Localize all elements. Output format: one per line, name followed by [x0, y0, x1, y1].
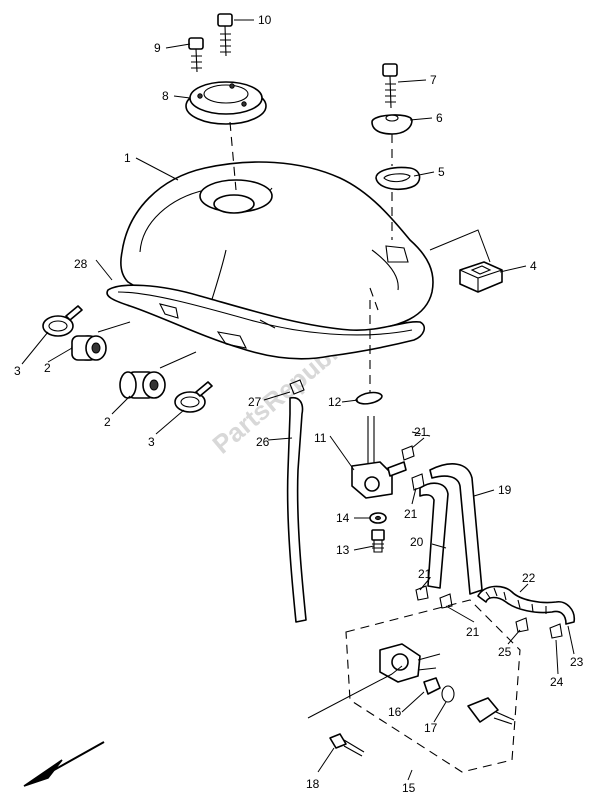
fuel-hose-19 [429, 463, 483, 595]
clip-25 [515, 617, 529, 633]
drain-bolt-13 [371, 529, 385, 553]
callout-13: 13 [336, 543, 350, 557]
callout-24: 24 [550, 675, 564, 689]
damper-4 [429, 229, 503, 293]
callout-12: 12 [328, 395, 342, 409]
callout-11: 11 [314, 431, 327, 445]
fuel-cock-11 [351, 416, 407, 499]
grommet-2-lower [119, 371, 166, 399]
callout-21-c: 21 [418, 567, 432, 581]
vacuum-hose-22 [477, 585, 576, 625]
callout-8: 8 [162, 89, 169, 103]
fuel-hose-20 [419, 482, 449, 589]
callout-28: 28 [74, 257, 88, 271]
callout-21-a: 21 [414, 425, 428, 439]
callout-2-upper: 2 [44, 361, 51, 375]
fuel-pump-group-15 [345, 599, 521, 773]
callout-numbers: 1 2 2 3 3 4 5 6 7 8 9 10 11 12 13 14 15 … [14, 13, 584, 795]
callout-23: 23 [570, 655, 584, 669]
callout-19: 19 [498, 483, 512, 497]
callout-21-b: 21 [404, 507, 418, 521]
damper-5 [375, 134, 421, 240]
callout-2-lower: 2 [104, 415, 111, 429]
callout-16: 16 [388, 705, 402, 719]
sensor-unit [467, 697, 515, 725]
callout-22: 22 [522, 571, 536, 585]
part-16 [423, 677, 441, 695]
callout-15: 15 [402, 781, 416, 795]
tank-frame-cushion [106, 284, 426, 360]
hose-clip-3-upper [42, 305, 83, 337]
grommet-2-upper [71, 335, 107, 361]
collar-6 [371, 114, 413, 135]
breather-hose-26 [286, 396, 307, 623]
callout-1: 1 [124, 151, 131, 165]
o-ring-17 [441, 685, 455, 703]
bolt-18 [329, 733, 365, 757]
callout-5: 5 [438, 165, 445, 179]
front-direction-arrow [23, 741, 105, 787]
callout-10: 10 [258, 13, 272, 27]
clip-27 [289, 379, 305, 395]
callout-14: 14 [336, 511, 350, 525]
clip-24 [549, 623, 563, 639]
callout-9: 9 [154, 41, 161, 55]
bolt-7 [382, 63, 398, 109]
callout-25: 25 [498, 645, 512, 659]
callout-27: 27 [248, 395, 262, 409]
cap-screw-9 [188, 37, 204, 73]
cap-bolt-10 [217, 13, 233, 57]
seal-12 [355, 300, 383, 405]
callout-21-d: 21 [466, 625, 480, 639]
callout-26: 26 [256, 435, 270, 449]
washer-14 [369, 512, 387, 524]
callout-3-lower: 3 [148, 435, 155, 449]
callout-17: 17 [424, 721, 438, 735]
callout-20: 20 [410, 535, 424, 549]
callout-7: 7 [430, 73, 437, 87]
callout-4: 4 [530, 259, 537, 273]
callout-3-upper: 3 [14, 364, 21, 378]
callout-18: 18 [306, 777, 320, 791]
hose-clip-3-lower [174, 381, 213, 413]
fuel-tank [120, 161, 434, 334]
leader-lines [21, 19, 575, 781]
callout-6: 6 [436, 111, 443, 125]
